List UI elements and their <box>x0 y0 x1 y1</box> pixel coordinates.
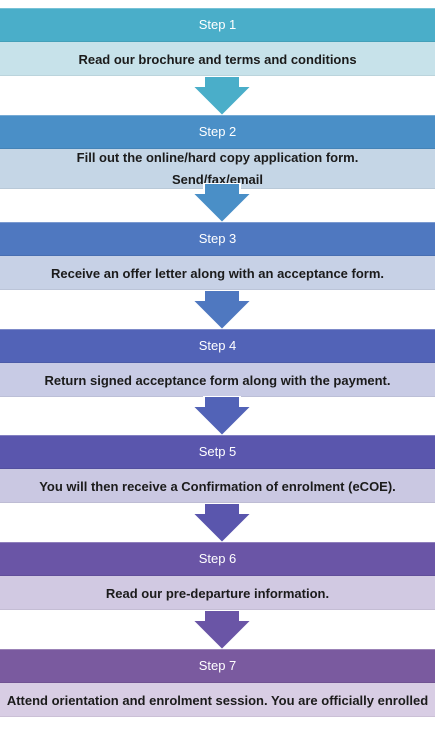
step-3-description: Receive an offer letter along with an ac… <box>0 256 435 290</box>
step-2-line-1: Fill out the online/hard copy applicatio… <box>76 150 359 165</box>
down-arrow-5-icon <box>190 503 254 545</box>
step-4-line-1: Return signed acceptance form along with… <box>44 372 391 388</box>
step-5-line-1: You will then receive a Confirmation of … <box>39 478 396 494</box>
arrow-shape <box>190 503 254 545</box>
step-2-header: Step 2 <box>0 115 435 149</box>
step-7-header: Step 7 <box>0 649 435 683</box>
step-3-line-1: Receive an offer letter along with an ac… <box>50 265 385 281</box>
step-6-line-1: Read our pre-departure information. <box>105 585 330 601</box>
down-arrow-1-icon <box>190 76 254 118</box>
step-1-description: Read our brochure and terms and conditio… <box>0 42 435 76</box>
arrow-shape <box>190 610 254 652</box>
step-6-header: Step 6 <box>0 542 435 576</box>
step-4-header: Step 4 <box>0 329 435 363</box>
step-1-header: Step 1 <box>0 8 435 42</box>
down-arrow-4-icon <box>190 396 254 438</box>
step-6-description: Read our pre-departure information. <box>0 576 435 610</box>
step-3-header: Step 3 <box>0 222 435 256</box>
arrow-shape <box>190 396 254 438</box>
step-7-description: Attend orientation and enrolment session… <box>0 683 435 717</box>
step-4-description: Return signed acceptance form along with… <box>0 363 435 397</box>
arrow-shape <box>190 183 254 225</box>
down-arrow-6-icon <box>190 610 254 652</box>
step-5-description: You will then receive a Confirmation of … <box>0 469 435 503</box>
step-1-line-1: Read our brochure and terms and conditio… <box>78 51 357 67</box>
arrow-shape <box>190 290 254 332</box>
down-arrow-2-icon <box>190 183 254 225</box>
step-5-header: Setp 5 <box>0 435 435 469</box>
arrow-shape <box>190 76 254 118</box>
step-7-line-1: Attend orientation and enrolment session… <box>6 692 429 708</box>
down-arrow-3-icon <box>190 290 254 332</box>
